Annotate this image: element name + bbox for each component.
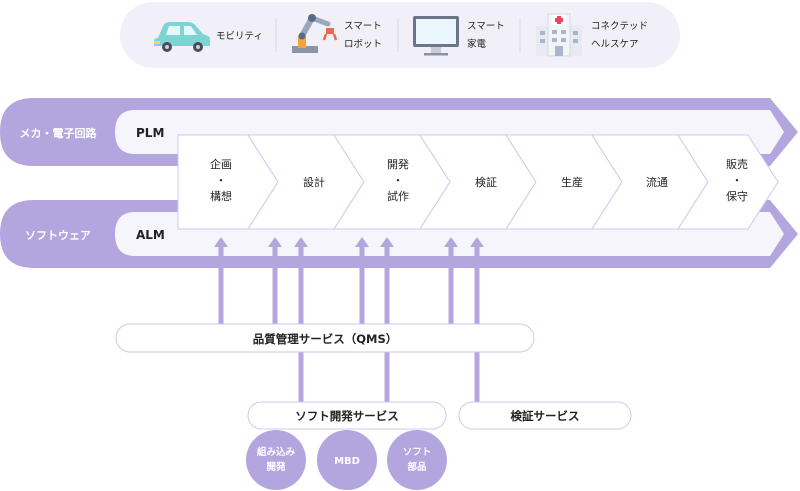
stage-label: 販売: [726, 158, 748, 171]
stage-label: 構想: [210, 189, 232, 203]
stage-label: 流通: [646, 175, 668, 189]
robot-arm-icon: [292, 14, 338, 53]
industry-label: スマート: [344, 21, 382, 32]
band-tag: ALM: [136, 228, 165, 242]
band-tag: PLM: [136, 126, 164, 140]
qms-arrows: [214, 237, 458, 324]
stage-label: 試作: [387, 189, 409, 203]
band-side-label: メカ・電子回路: [20, 126, 98, 140]
sub-service-label: MBD: [334, 456, 360, 467]
sub-service-label: ソフト: [403, 447, 432, 458]
verification-service-pill: [458, 401, 632, 430]
industry-label: 家電: [467, 38, 487, 50]
qms-service-pill: [115, 323, 535, 353]
monitor-icon: [413, 16, 459, 56]
industry-label: ヘルスケア: [591, 39, 639, 50]
sub-service-circle: [387, 430, 447, 490]
stage-label: ・: [732, 174, 743, 187]
stage-chevrons: [177, 134, 779, 230]
car-icon: [154, 22, 210, 52]
sub-service-circle: [317, 430, 377, 490]
stage-label: 企画: [210, 157, 232, 171]
sub-service-label: 部品: [407, 461, 426, 473]
stage-label: 保守: [726, 189, 748, 203]
industry-label: モビリティ: [216, 31, 263, 42]
industry-label: スマート: [467, 21, 505, 32]
stage-label: ・: [216, 174, 227, 187]
software-dev-service-pill: [247, 401, 447, 430]
software-dev-service-label: ソフト開発サービス: [295, 409, 399, 423]
verification-service-label: 検証サービス: [511, 409, 580, 423]
stage-label: 検証: [475, 175, 497, 189]
stage-label: 設計: [303, 175, 325, 189]
sub-service-label: 開発: [266, 461, 286, 473]
industry-label: ロボット: [344, 39, 382, 50]
industry-label: コネクテッド: [591, 21, 648, 32]
stage-label: 生産: [561, 175, 583, 189]
sub-service-label: 組み込み: [257, 446, 296, 458]
band-side-label: ソフトウェア: [25, 229, 91, 242]
qms-service-label: 品質管理サービス（QMS）: [253, 332, 398, 346]
stage-label: 開発: [387, 157, 409, 171]
sub-service-circle: [246, 430, 306, 490]
stage-label: ・: [393, 174, 404, 187]
hospital-icon: [536, 13, 582, 57]
